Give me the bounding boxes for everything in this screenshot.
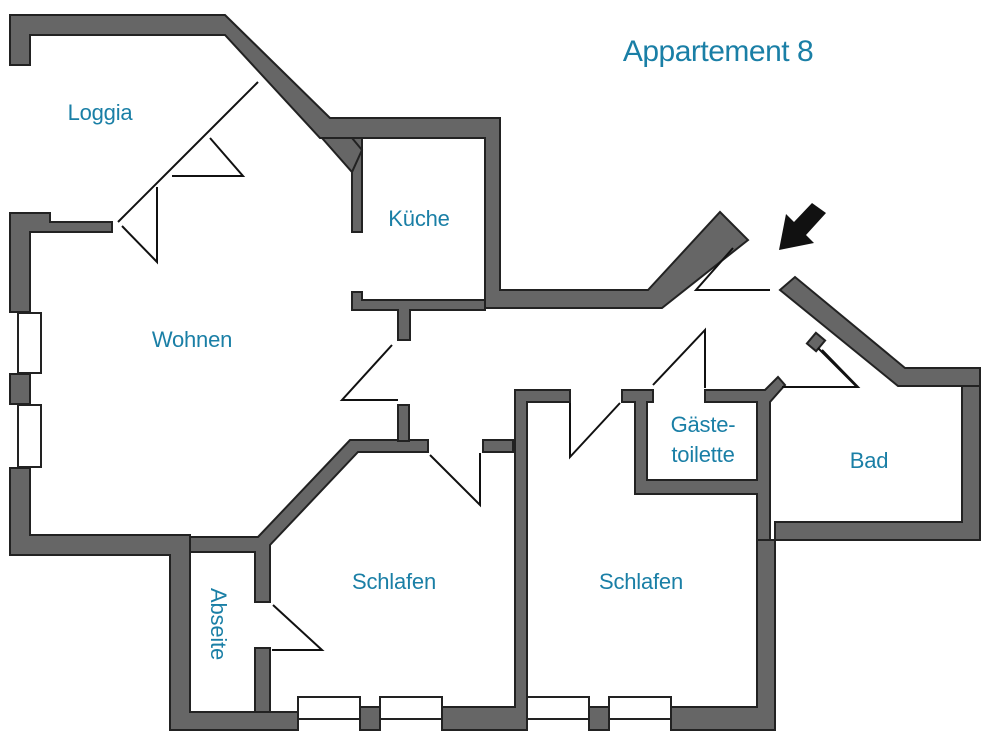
door-bath-jamb: [817, 347, 857, 387]
door-bedroom2: [569, 402, 621, 460]
wall-living-left-top: [9, 212, 113, 313]
room-label-wohnen: Wohnen: [151, 327, 233, 352]
room-label-loggia: Loggia: [67, 100, 133, 125]
window-bedroom2-1: [526, 696, 590, 720]
door-guest-toilet: [652, 327, 706, 388]
wall-bedroom1-pier: [359, 706, 381, 731]
room-label-schlafen-2: Schlafen: [598, 569, 684, 594]
window-bedroom1-1: [297, 696, 361, 720]
room-label-gaestetoilette: Gäste- toilette: [671, 410, 736, 470]
room-label-gaestetoilette-line1: Gäste-: [670, 412, 736, 437]
room-label-kueche: Küche: [388, 206, 450, 231]
door-bath: [782, 349, 861, 388]
room-label-abseite: Abseite: [206, 588, 231, 660]
wall-loggia-top: [9, 14, 750, 309]
door-entrance: [693, 247, 770, 291]
wall-kitchen-bottom: [351, 291, 486, 341]
door-loggia-2-leaf: [172, 137, 246, 177]
door-bedroom1-top: [429, 453, 481, 508]
apartment-title: Appartement 8: [622, 35, 814, 68]
wall-kitchen-corner: [319, 137, 364, 174]
window-bedroom2-2: [608, 696, 672, 720]
wall-living-stub: [397, 404, 410, 442]
room-label-gaestetoilette-line2: toilette: [671, 442, 735, 467]
wall-bedroom2-right: [670, 275, 981, 731]
wall-abseite-lower: [254, 647, 271, 713]
door-kitchen: [339, 344, 398, 401]
wall-bath-stub: [805, 331, 827, 353]
door-abseite: [272, 604, 325, 651]
room-label-bad: Bad: [849, 448, 889, 473]
wall-bedroom1-top: [189, 439, 429, 603]
wall-bedroom1-bottom-right: [441, 389, 571, 731]
wall-guest-toilet: [621, 375, 787, 541]
entrance-arrow-icon: [779, 203, 826, 250]
wall-bedroom2-pier: [588, 706, 610, 731]
window-living-1: [17, 312, 42, 374]
door-loggia-1: [117, 81, 259, 223]
window-bedroom1-2: [379, 696, 443, 720]
wall-living-pier: [9, 373, 31, 405]
wall-bedroom1-door-jamb: [482, 439, 514, 453]
door-loggia-1-leaf: [121, 187, 158, 265]
room-label-schlafen-1: Schlafen: [351, 569, 437, 594]
window-living-2: [17, 404, 42, 468]
